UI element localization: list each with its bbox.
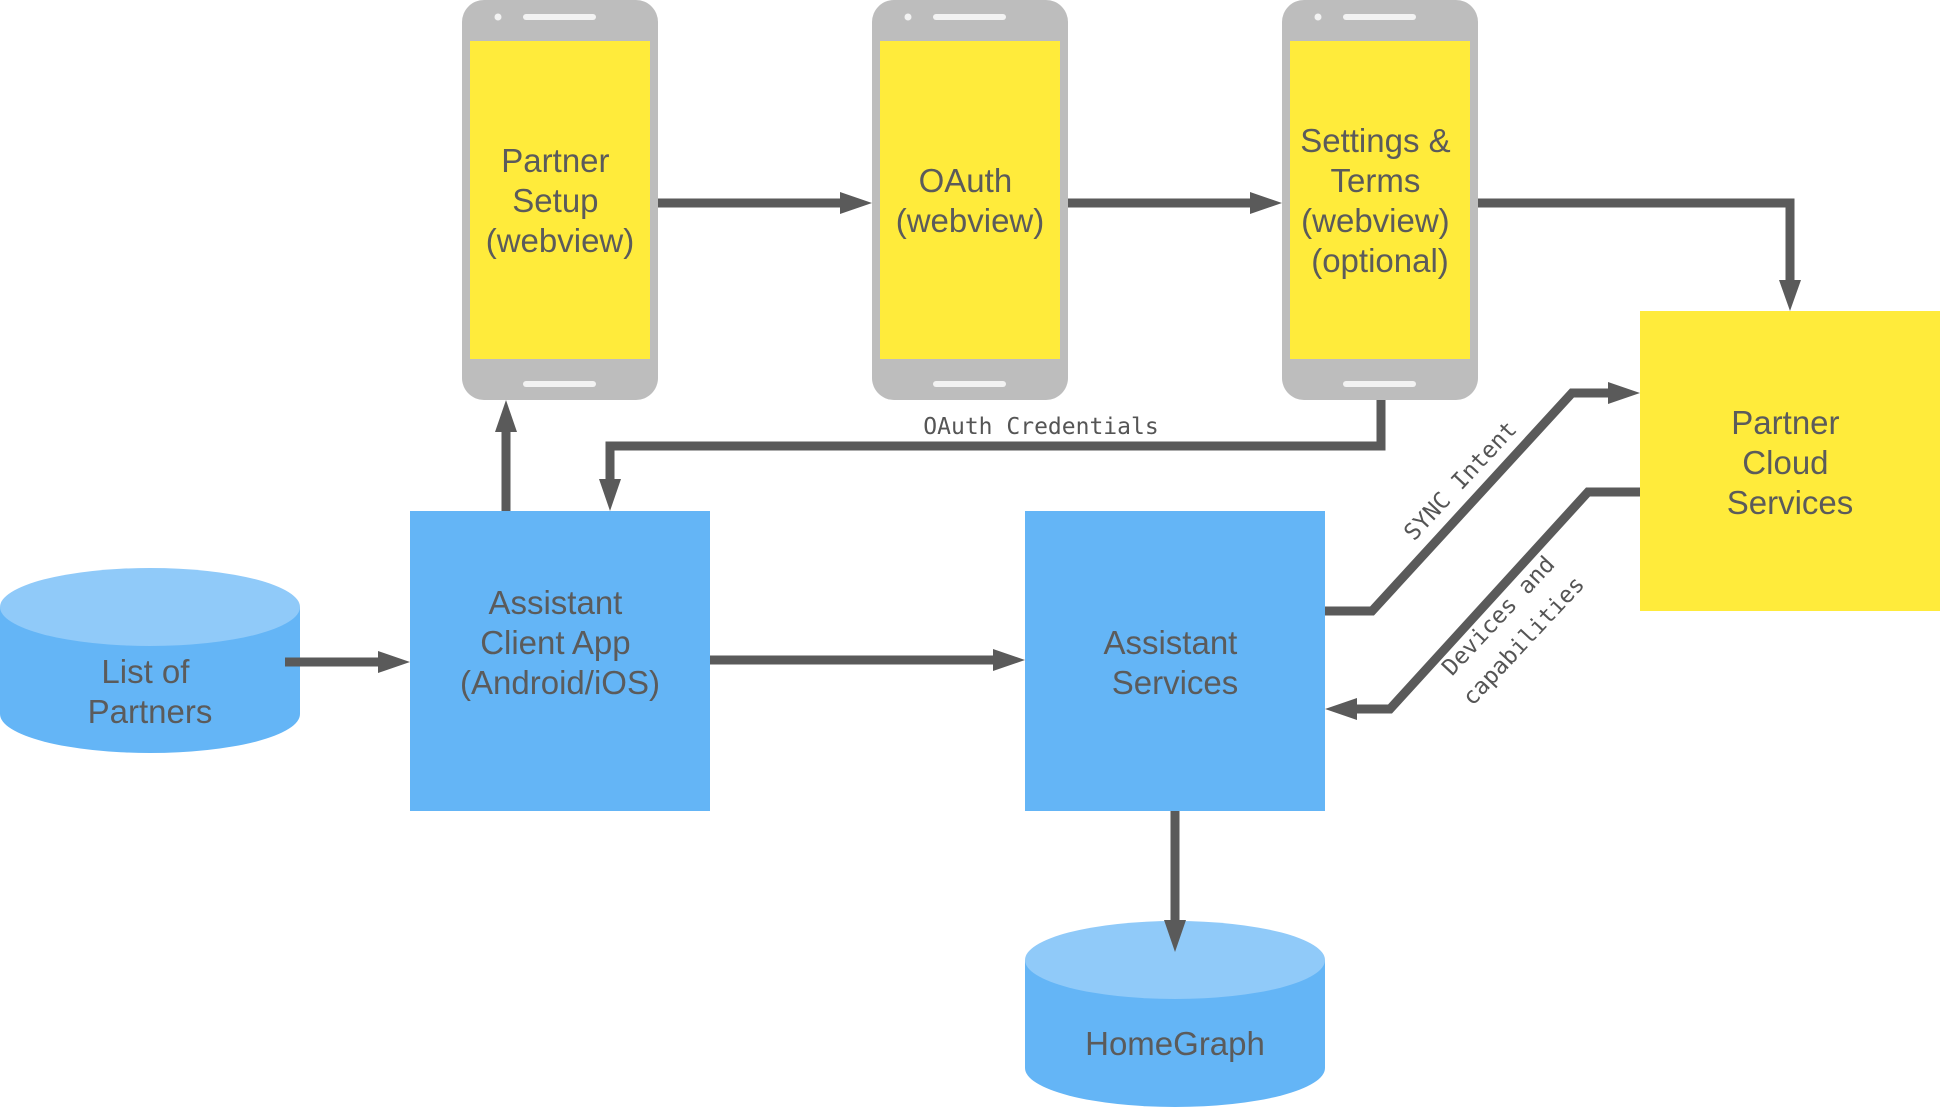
cylinder-top [0,568,300,646]
phone-home-bar [933,381,1006,387]
phone-camera-dot [494,13,502,21]
phone-oauth: OAuth (webview) [872,0,1068,400]
arrow-client-app-to-services [710,649,1025,671]
arrow-oauth-to-settings [1068,192,1282,214]
cylinder-top [1025,921,1325,999]
arrow-settings-to-partner-cloud [1478,198,1801,311]
box-label: Partner Cloud Services [1727,404,1854,521]
cloud-line-3: Services [1727,484,1854,521]
assistant-client-app-box: Assistant Client App (Android/iOS) [410,511,710,811]
phone-screen [470,41,650,359]
sync-intent-label: SYNC Intent [1399,417,1522,546]
arrowhead-icon [1779,280,1801,311]
cloud-line-2: Cloud [1742,444,1828,481]
arrowhead-icon [1608,382,1640,404]
phone-speaker [523,14,596,20]
box-label: Assistant Client App (Android/iOS) [460,584,660,701]
client-app-line-3: (Android/iOS) [460,664,660,701]
arrowhead-icon [840,192,872,214]
arrow-partner-setup-to-oauth [658,192,872,214]
partners-line-2: Partners [88,693,213,730]
services-line-1: Assistant [1103,624,1237,661]
phone-label: Settings & Terms (webview) (optional) [1300,122,1460,279]
arrow-sync-intent [1325,382,1640,616]
phone-settings-terms: Settings & Terms (webview) (optional) [1282,0,1478,400]
client-app-line-1: Assistant [488,584,622,621]
arrowhead-icon [378,651,410,673]
partner-cloud-services-box: Partner Cloud Services [1640,311,1940,611]
partner-setup-line-2: Setup [512,182,598,219]
oauth-credentials-label: OAuth Credentials [923,414,1158,440]
box-fill [1025,511,1325,811]
services-line-2: Services [1112,664,1239,701]
arrow-oauth-credentials [599,400,1386,511]
list-of-partners-database: List of Partners [0,568,300,753]
arrowhead-icon [1250,192,1282,214]
homegraph-line: HomeGraph [1085,1025,1265,1062]
homegraph-database: HomeGraph [1025,921,1325,1107]
cloud-line-1: Partner [1731,404,1839,441]
partner-setup-line-1: Partner [501,142,609,179]
arrow-client-app-to-partner-setup [495,400,517,511]
phone-label: OAuth (webview) [896,162,1045,239]
phone-home-bar [1343,381,1416,387]
phone-speaker [933,14,1006,20]
phone-speaker [1343,14,1416,20]
box-fill [1640,311,1940,611]
phone-camera-dot [1314,13,1322,21]
cylinder-body [1025,960,1325,1107]
arrowhead-icon [599,479,621,511]
phone-home-bar [523,381,596,387]
arrowhead-icon [495,400,517,432]
assistant-services-box: Assistant Services [1025,511,1325,811]
oauth-line-1: OAuth [919,162,1013,199]
box-fill [410,511,710,811]
phone-screen [1290,41,1470,359]
phone-screen [880,41,1060,359]
database-label: HomeGraph [1085,1025,1265,1062]
client-app-line-2: Client App [480,624,630,661]
arrow-devices-and-capabilities [1325,487,1640,720]
oauth-line-2: (webview) [896,202,1045,239]
cylinder-body [0,607,300,753]
box-label: Assistant Services [1103,624,1246,701]
settings-line-3: (webview) [1301,202,1450,239]
database-label: List of Partners [88,653,213,730]
settings-line-4: (optional) [1311,242,1449,279]
settings-line-2: Terms [1330,162,1420,199]
partners-line-1: List of [101,653,190,690]
partner-setup-line-3: (webview) [486,222,635,259]
arrowhead-icon [993,649,1025,671]
phone-partner-setup: Partner Setup (webview) [462,0,658,400]
arrowhead-icon [1325,698,1357,720]
arrowhead-icon [1164,920,1186,952]
arrow-services-to-homegraph [1164,811,1186,952]
phone-camera-dot [904,13,912,21]
settings-line-1: Settings & [1300,122,1450,159]
phone-label: Partner Setup (webview) [486,142,635,259]
arrow-partners-to-client-app [285,651,410,673]
